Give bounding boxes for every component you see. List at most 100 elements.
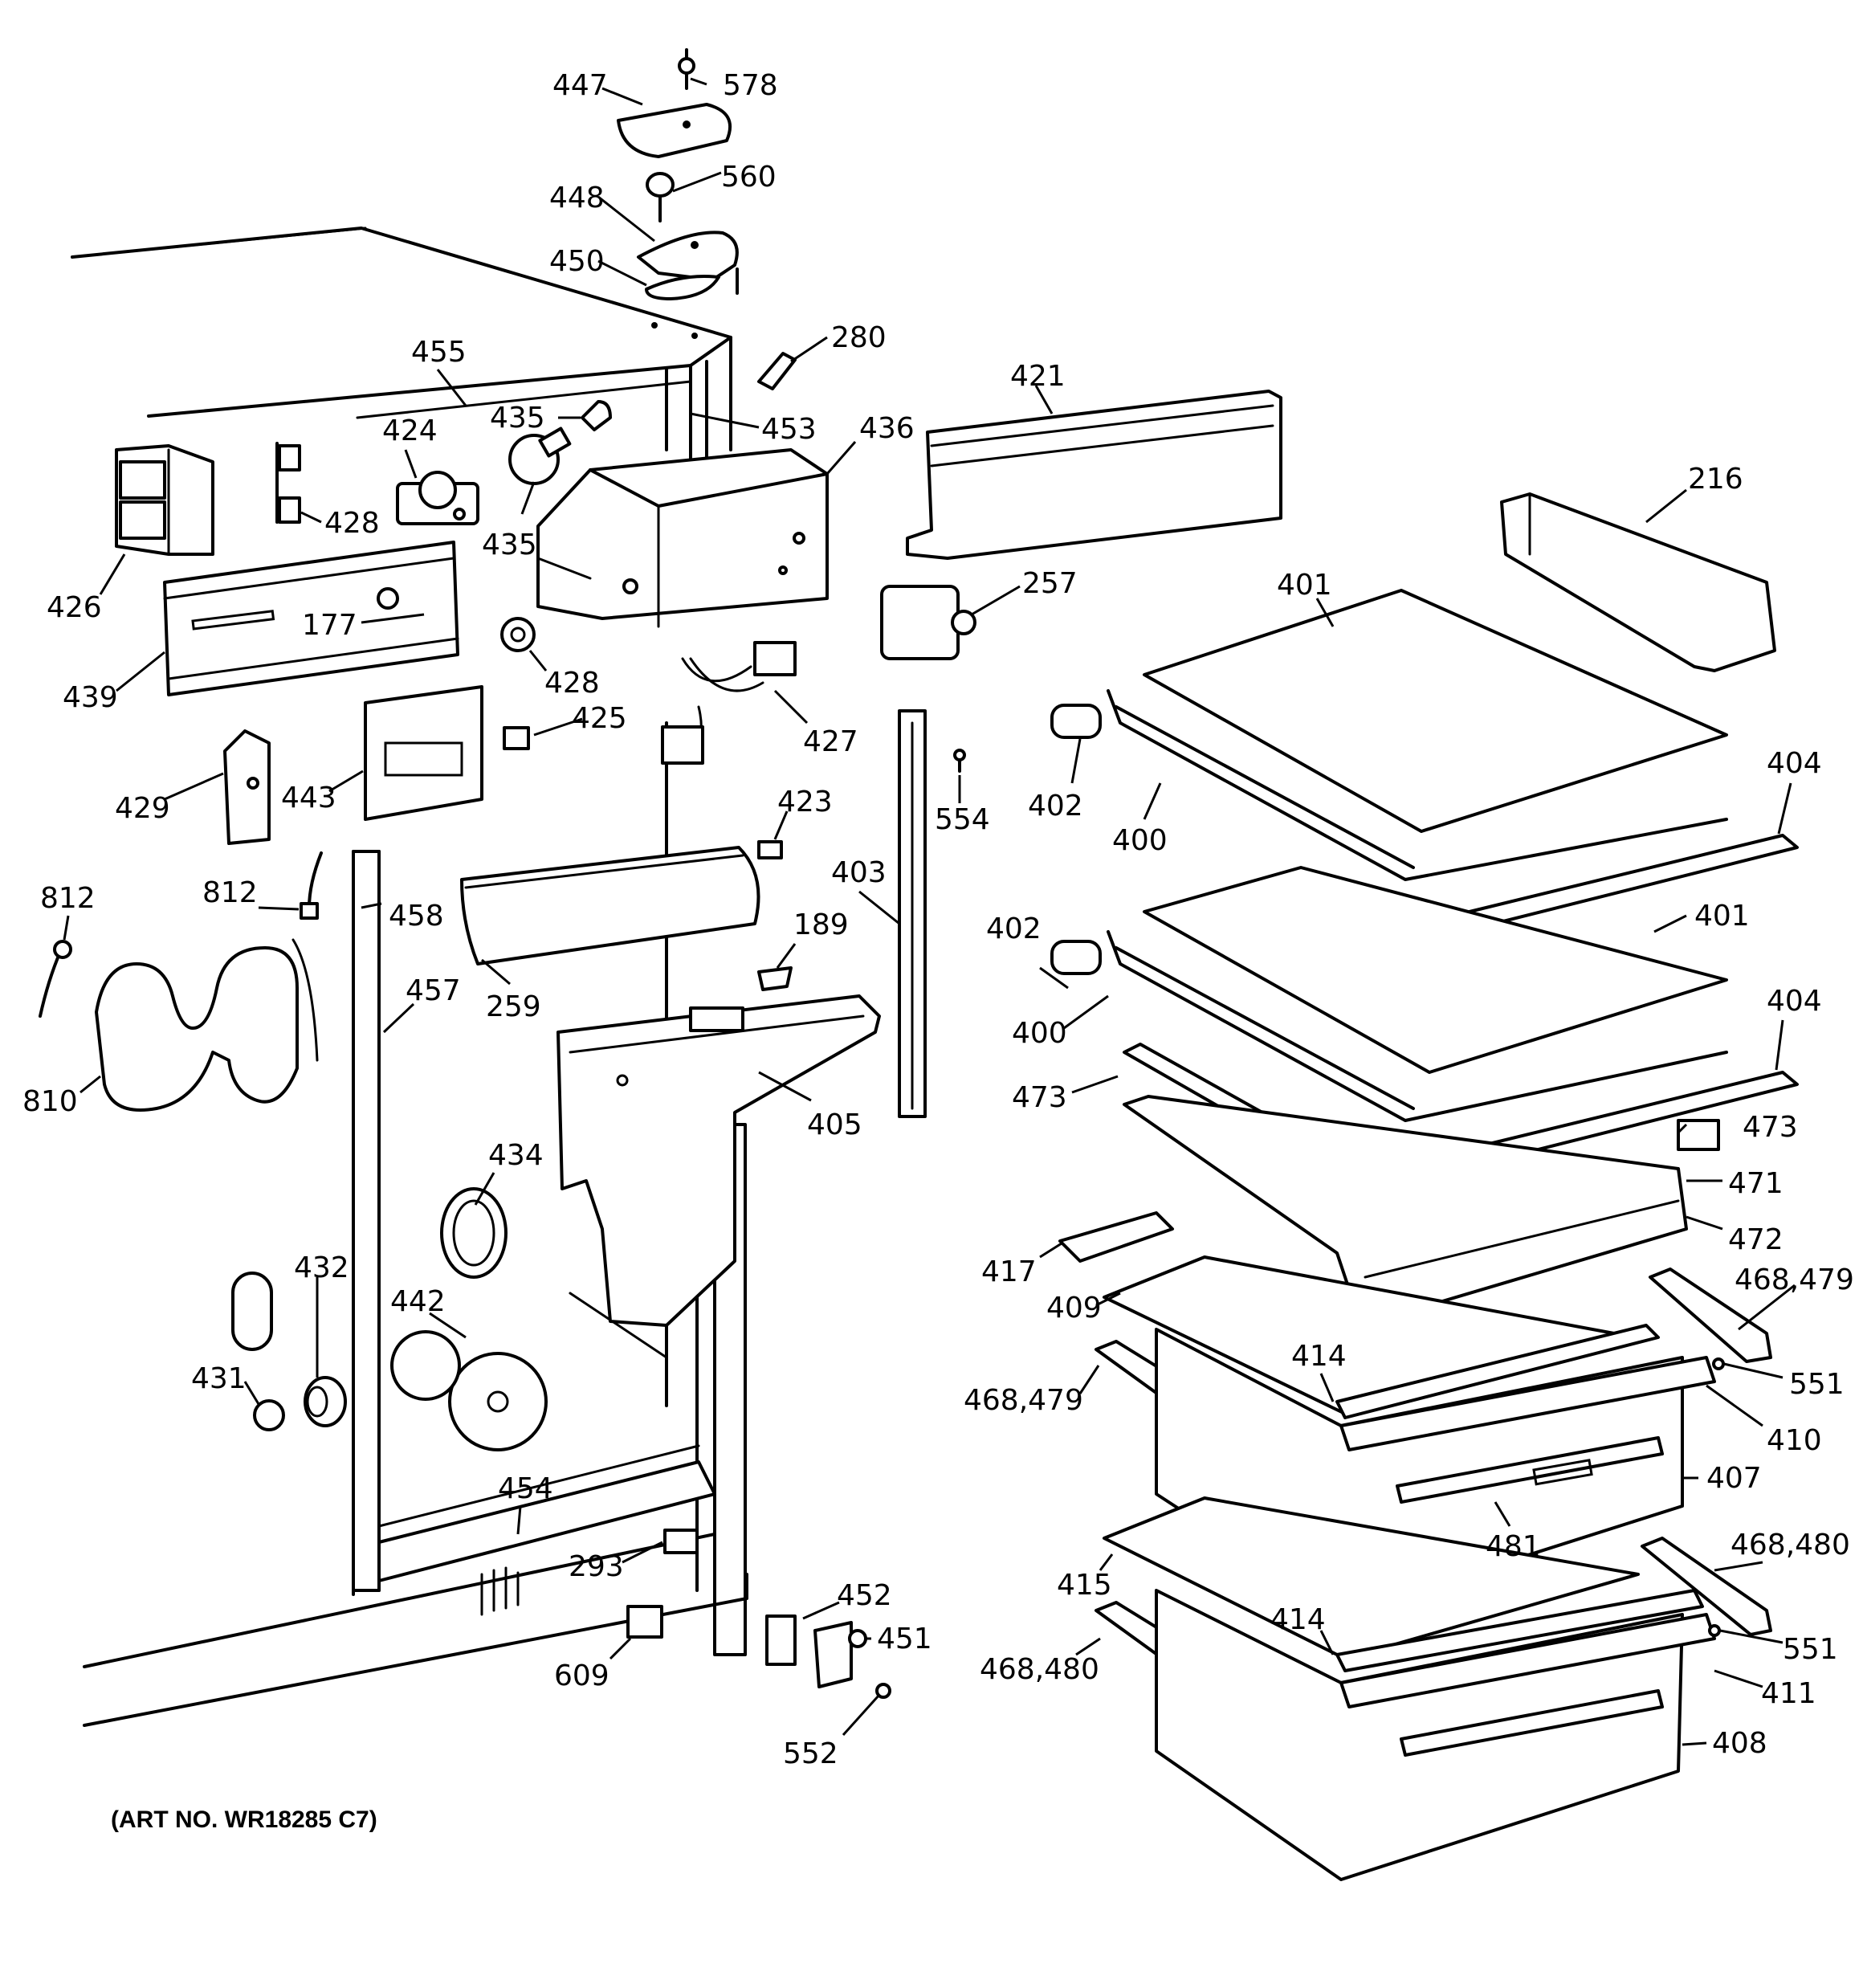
shelf-frame-400-upper [1107,689,1728,881]
wire-harness-427 [661,641,797,765]
label-414b: 414 [1270,1603,1326,1636]
label-257: 257 [1022,567,1078,600]
label-403: 403 [831,856,887,889]
shelf-glass-401-lower [1143,866,1728,1074]
label-410: 410 [1767,1424,1822,1457]
light-bulb-435 [508,427,572,485]
label-428a: 428 [324,507,380,540]
bin-216 [1500,492,1776,672]
label-408: 408 [1712,1727,1767,1760]
plate-452 [765,1614,797,1666]
shelf-frame-400-lower [1107,930,1728,1122]
label-421: 421 [1010,360,1066,393]
label-259: 259 [486,990,541,1023]
bracket-402-lower [1050,940,1102,975]
label-468-479a: 468,479 [1735,1263,1854,1296]
handle-481 [1396,1436,1664,1504]
clip-435 [581,400,612,431]
rail-421 [906,390,1282,560]
drawer-face-410 [1339,1356,1716,1451]
shim-450 [645,275,720,300]
knob-431 [253,1399,285,1431]
label-468-480b: 468,480 [980,1653,1099,1686]
hinge-451 [813,1621,867,1688]
label-414a: 414 [1291,1340,1347,1373]
label-189: 189 [793,908,849,941]
bushing-432 [304,1376,347,1427]
label-453: 453 [761,413,817,446]
screw-552 [875,1683,891,1699]
duct-cover-405 [556,994,881,1327]
leader-lines [63,77,1796,1746]
handle-408 [1400,1689,1664,1757]
label-450: 450 [549,245,605,278]
label-400b: 400 [1012,1017,1067,1050]
label-425: 425 [572,702,627,735]
part-425 [503,726,530,750]
label-409: 409 [1046,1292,1102,1325]
label-293: 293 [569,1550,624,1583]
shelf-ladder-403 [898,709,927,1118]
callout-labels: 578 447 560 448 450 280 455 421 216 435 … [22,69,1854,1770]
label-404a: 404 [1767,747,1822,780]
bracket-402-upper [1050,704,1102,739]
trim-414-upper [1335,1324,1660,1419]
shelf-glass-401-upper [1143,589,1728,833]
label-455: 455 [411,336,467,369]
label-551b: 551 [1783,1633,1838,1666]
label-400a: 400 [1112,824,1168,857]
trim-414-lower [1335,1589,1704,1672]
bracket-443 [364,685,483,821]
label-554: 554 [935,803,990,836]
label-468-480a: 468,480 [1731,1529,1850,1561]
label-442: 442 [390,1285,446,1318]
part-280 [757,352,797,390]
label-432: 432 [294,1251,349,1284]
label-435a: 435 [490,402,545,435]
screw-551-lower [1708,1624,1721,1637]
clip-189 [757,966,793,991]
switch-609 [626,1605,663,1639]
label-471: 471 [1728,1167,1784,1200]
slot-opening [231,1272,273,1351]
rail-439 [163,541,459,696]
label-473b: 473 [1743,1111,1798,1144]
label-578: 578 [723,69,778,102]
thermostat-434 [440,1187,508,1279]
label-468-479b: 468,479 [964,1384,1083,1417]
label-435b: 435 [482,529,537,561]
label-481: 481 [1486,1530,1541,1563]
heater-810 [95,938,319,1112]
tubing-812-center [300,851,323,920]
drawer-face-411 [1339,1613,1716,1708]
label-417: 417 [981,1255,1037,1288]
light-box-436 [536,448,829,628]
damper-442 [390,1330,548,1451]
label-428b: 428 [544,667,600,700]
screw-554 [953,749,966,773]
label-551a: 551 [1789,1368,1845,1401]
control-housing-426 [115,444,214,556]
bracket-428-top [275,442,301,524]
label-439: 439 [63,681,118,714]
label-812a: 812 [40,882,96,915]
label-401b: 401 [1694,900,1750,933]
control-257 [880,585,976,660]
label-280: 280 [831,321,887,354]
label-423: 423 [777,786,833,818]
label-452: 452 [837,1579,892,1612]
label-426: 426 [47,591,102,624]
label-404b: 404 [1767,985,1822,1018]
label-177: 177 [302,609,357,642]
label-436: 436 [859,412,915,445]
label-560: 560 [721,161,777,194]
screw-560 [646,172,675,222]
label-427: 427 [803,725,858,758]
slide-468-479-right [1649,1268,1772,1363]
hinge-448 [637,231,739,295]
label-609: 609 [554,1659,609,1692]
label-812b: 812 [202,876,258,909]
label-552: 552 [783,1737,838,1770]
tubing-812-left [39,940,72,1018]
